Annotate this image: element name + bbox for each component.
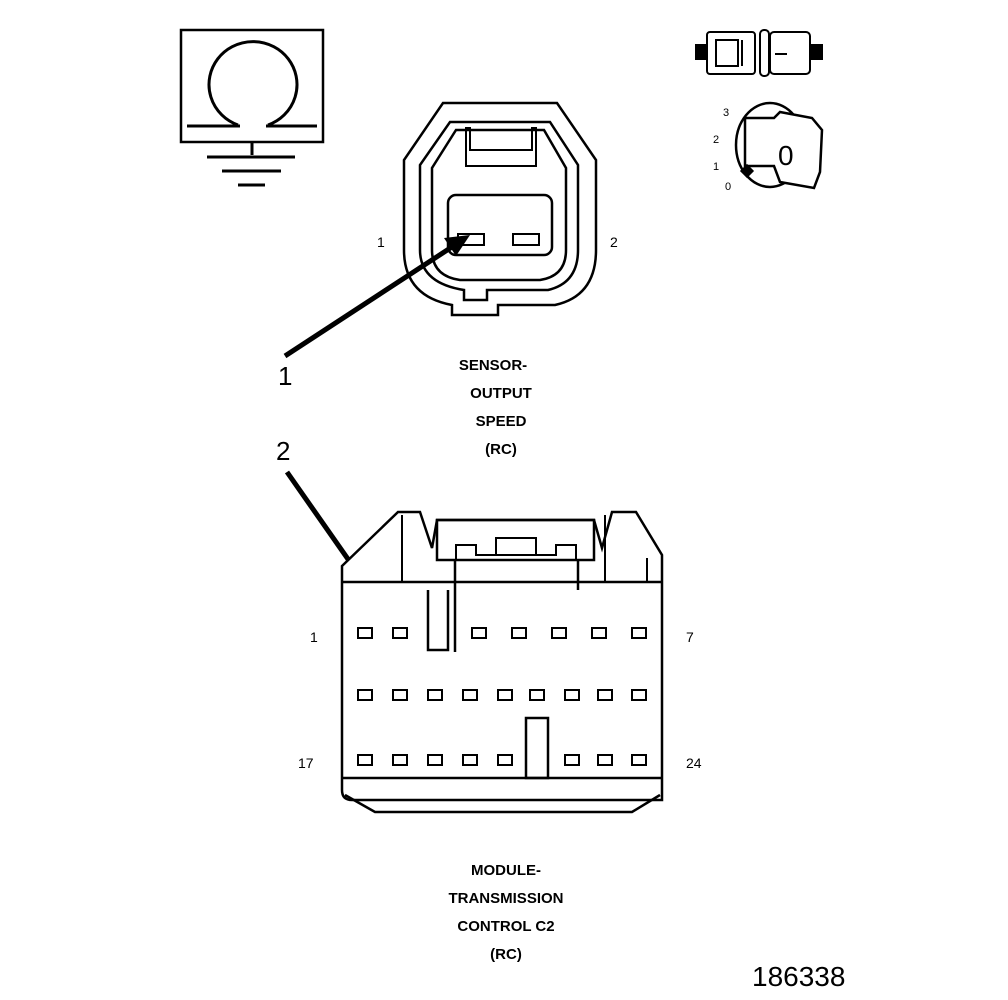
sensor-caption-line: SPEED xyxy=(476,413,527,430)
module-caption-line: (RC) xyxy=(490,946,522,963)
module-caption-line: MODULE- xyxy=(471,862,541,879)
sensor-caption-line: SENSOR- xyxy=(459,357,527,374)
ignition-position-1: 1 xyxy=(713,161,719,173)
ignition-key-label: 0 xyxy=(778,140,794,171)
sensor-caption: SENSOR- OUTPUT SPEED (RC) xyxy=(459,357,532,458)
sensor-pin-1-label: 1 xyxy=(377,234,385,250)
module-connector xyxy=(340,510,664,814)
ignition-position-3: 3 xyxy=(723,107,729,119)
module-pin-7-label: 7 xyxy=(686,629,694,645)
module-pin-17-label: 17 xyxy=(298,755,314,771)
module-caption-line: CONTROL C2 xyxy=(457,918,554,935)
sensor-connector xyxy=(402,101,598,317)
ignition-position-2: 2 xyxy=(713,134,719,146)
connector-unplugged-icon xyxy=(695,29,823,77)
callout-1-arrow xyxy=(283,235,470,359)
sensor-pin-2-label: 2 xyxy=(610,234,618,250)
sensor-caption-line: OUTPUT xyxy=(470,385,532,402)
figure-number: 186338 xyxy=(752,961,845,992)
module-caption-line: TRANSMISSION xyxy=(448,890,563,907)
module-pin-1-label: 1 xyxy=(310,629,318,645)
ignition-key-icon: 3 2 1 0 0 xyxy=(713,101,824,193)
module-cavities xyxy=(357,627,647,766)
ignition-position-0: 0 xyxy=(725,181,731,193)
ohm-ground-icon xyxy=(179,28,325,187)
module-pin-24-label: 24 xyxy=(686,755,702,771)
sensor-caption-line: (RC) xyxy=(485,441,517,458)
module-caption: MODULE- TRANSMISSION CONTROL C2 (RC) xyxy=(448,862,563,963)
callout-2-label: 2 xyxy=(276,436,290,466)
callout-1-label: 1 xyxy=(278,361,292,391)
